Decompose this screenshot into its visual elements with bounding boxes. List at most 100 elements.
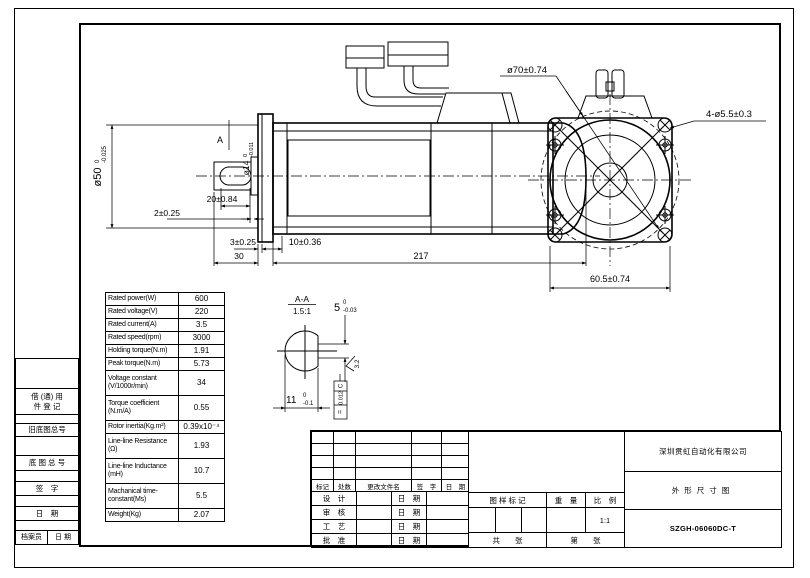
motor-body [272,122,554,235]
spec-value: 5.5 [178,483,225,509]
spec-value: 220 [178,305,225,319]
archivist-label: 档案员 [16,531,48,544]
roughness-symbol [345,355,356,372]
stamp-cell [468,507,496,533]
fcf-symbol: = [338,410,345,414]
archivist-row: 档案员 日 期 [15,530,79,545]
cable [403,66,445,95]
spec-label: Holding torque(N.m) [105,344,179,358]
motor-front-view [528,69,692,266]
drawing-title: 外形尺寸图 [624,471,782,510]
dim-key-width-tol-up: 0 [343,300,347,306]
dim-key-length: 20±0.84 [207,194,238,204]
keyway-slot [219,166,252,186]
approval-role: 批 准 [311,533,357,548]
section-name: A-A [295,294,310,304]
cable-stub [595,69,609,99]
dim-pilot: 10±0.36 [289,237,321,247]
spec-value: 3.5 [178,318,225,332]
dim-step: 3±0.25 [230,237,256,247]
dim-shaft-dia-tol-dn: -0.025 [102,145,108,163]
fcf-value: 0.012 [339,391,345,405]
spec-label: Line-line Resistance (Ω) [105,433,179,459]
approval-date-label: 日 期 [391,519,427,534]
motor-side-view [196,41,600,243]
shaft-section [284,330,319,372]
drawing-mark-label: 图 样 标 记 [468,492,547,508]
rev-header-sign: 签 字 [411,479,442,492]
dim-shaft-dia-tol-up: 0 [95,159,101,163]
bolt-circle [540,110,680,250]
date-label: 日 期 [15,506,79,521]
flange-plate [257,113,274,243]
rear-end-cap [553,122,587,235]
dim-key-dia-tol-dn: -0.011 [249,142,255,157]
archivist-date-label: 日 期 [55,533,71,541]
spec-value: 1.93 [178,433,225,459]
old-base-no-label: 旧底图总号 [15,423,79,437]
spec-label: Rated power(W) [105,292,179,306]
scale-value: 1:1 [585,507,625,533]
approval-date-label: 日 期 [391,505,427,520]
base-no-label: 底 图 总 号 [15,455,79,471]
section-aa-dimensions [273,304,356,420]
stamp-cell [521,507,547,533]
spec-value: 10.7 [178,458,225,484]
spec-label: Rated speed(rpm) [105,331,179,345]
revision-table: 标记 处数 更改文件名 签 字 日 期 [311,431,470,492]
rev-header-count: 处数 [333,479,356,492]
dim-bolt-circle: ø70±0.74 [507,65,547,76]
left-panel-blank [15,358,79,389]
cable [412,66,449,89]
spec-label: Rated voltage(V) [105,305,179,319]
weight-value [546,507,586,533]
section-scale: 1.5:1 [293,307,311,316]
spec-label: Weight(Kg) [105,508,179,522]
spec-label: Voltage constant (V/1000r/min) [105,370,179,396]
dim-flat-length: 11 [286,395,297,406]
connector-small [345,45,385,59]
scale-label: 比 例 [585,492,625,508]
stamp-blank-area [468,431,625,493]
left-panel-blank [15,436,79,456]
pilot-holes [546,136,674,224]
cable [356,68,441,107]
weight-label: 重 量 [546,492,586,508]
dim-key-dia-tol-up: 0 [243,154,249,157]
dim-key-width-tol-dn: -0.03 [343,308,357,314]
sheet-no-label: 第 张 [546,532,625,548]
sheet-outer-border [14,8,794,568]
approval-date-label: 日 期 [391,491,427,506]
spec-label: Rated current(A) [105,318,179,332]
spec-value: 0.55 [178,395,225,421]
rev-header-date: 日 期 [441,479,470,492]
dim-flat-length-tol-up: 0 [303,393,307,399]
corner-holes [547,117,673,243]
approval-table: 设 计日 期 审 核日 期 工 艺日 期 批 准日 期 [311,491,470,548]
dimension-labels: ø50 0 -0.025 ø14 0 -0.011 20±0.84 2±0.25… [92,65,752,414]
dim-shaft-dia: ø50 [92,168,104,187]
spec-value: 0.39x10⁻⁴ [178,420,225,434]
spec-label: Machanical time-constant(Ms) [105,483,179,509]
terminal-hump [436,92,520,124]
spec-value: 1.91 [178,344,225,358]
approval-role: 工 艺 [311,519,357,534]
cable-stub [611,69,625,99]
spec-label: Rotor inertia(Kg.m²) [105,420,179,434]
dim-key-dia: ø14 [241,160,251,175]
cooling-fins [287,139,431,217]
spec-label: Line-line Inductance (mH) [105,458,179,484]
dim-key-width: 5 [334,302,340,314]
flange-square [547,117,673,243]
spec-table: Rated power(W)600 Rated voltage(V)220 Ra… [105,292,225,522]
borrow-line2: 件 登 记 [33,401,61,411]
front-view-dimensions [500,75,766,292]
dim-key-end: 2±0.25 [154,208,180,218]
section-aa-view [277,325,337,379]
dim-body-length: 217 [413,251,428,261]
spec-label: Torque coefficient (N.m/A) [105,395,179,421]
borrow-line1: 借 (通) 用 [31,391,63,401]
front-hump [577,95,653,119]
